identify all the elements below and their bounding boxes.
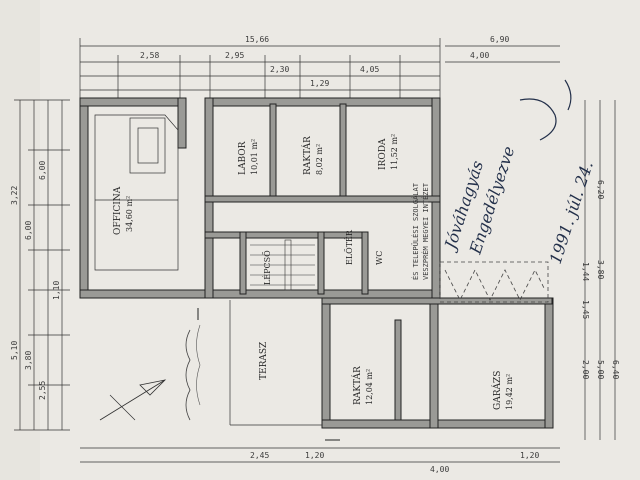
room-raktar2-area: 12,04 m² (365, 369, 374, 405)
dim-top-total: 15,66 (245, 35, 269, 44)
dim-bottom-d: 1,20 (520, 451, 539, 460)
dim-left-g: 1,10 (52, 281, 61, 300)
dim-right-g: 5,00 (596, 360, 605, 379)
room-terasz-label: TERASZ (259, 342, 269, 380)
dim-top-e: 1,29 (310, 79, 329, 88)
dim-right-d: 1,44 (581, 262, 590, 281)
room-wc-label: WC (375, 251, 384, 265)
room-garazs-label: GARÁZS (491, 371, 503, 410)
dim-bottom-a: 2,45 (250, 451, 269, 460)
dim-right-f: 2,00 (581, 360, 590, 379)
room-raktar2-label: RAKTÁR (351, 366, 363, 405)
room-officina-label: OFFICINA (113, 186, 123, 235)
room-raktar-label: RAKTÁR (301, 136, 313, 175)
dim-bottom-c: 4,00 (430, 465, 449, 474)
right-top-dimension-lines: 6,90 4,00 (445, 35, 560, 63)
left-dimension-lines: 3,22 6,00 5,10 3,80 2,55 6,00 1,10 (10, 99, 70, 431)
dim-left-e: 2,55 (38, 381, 47, 400)
room-iroda-label: IRODA (378, 138, 388, 170)
stamp-line-2: VESZPRÉM MEGYEI INTÉZET (421, 182, 430, 280)
stair-lines (250, 239, 315, 291)
room-eloter-label: ELŐTÉR (345, 229, 354, 265)
dim-left-a: 3,22 (10, 186, 19, 205)
dim-top-b: 2,95 (225, 51, 244, 60)
section-marker (197, 308, 340, 441)
room-garazs-area: 19,42 m² (505, 374, 514, 410)
dim-left-b: 6,00 (24, 221, 33, 240)
room-iroda-area: 11,52 m² (390, 134, 399, 170)
dim-left-f: 6,00 (38, 161, 47, 180)
dim-right-total: 6,90 (490, 35, 509, 44)
terrace-area (185, 300, 322, 426)
room-lepcso-label: LÉPCSŐ (263, 250, 272, 285)
room-labor-label: LABOR (238, 141, 248, 175)
room-officina-area: 34,60 m² (125, 196, 134, 232)
top-dimension-lines: 15,66 2,58 2,95 2,30 4,05 1,29 (79, 35, 441, 100)
room-raktar-area: 8,02 m² (315, 144, 324, 175)
dim-right-h: 6,40 (611, 360, 620, 379)
dim-left-d: 3,80 (24, 351, 33, 370)
dim-top-d: 4,05 (360, 65, 379, 74)
dim-left-c: 5,10 (10, 341, 19, 360)
dim-right-e: 1,45 (581, 300, 590, 319)
bottom-dimension-lines: 2,45 1,20 4,00 1,20 (80, 447, 560, 474)
stamp-line-1: ÉS TELEPÜLÉSI SZOLGÁLAT (411, 182, 420, 280)
north-arrow-icon (99, 379, 167, 421)
officina-interior-lines (94, 114, 179, 271)
dim-right-b: 6,20 (596, 180, 605, 199)
dim-bottom-b: 1,20 (305, 451, 324, 460)
approval-stamp: ÉS TELEPÜLÉSI SZOLGÁLAT VESZPRÉM MEGYEI … (411, 182, 430, 280)
dim-top-c: 2,30 (270, 65, 289, 74)
garage-crosslines (439, 261, 549, 303)
dim-right-a: 4,00 (470, 51, 489, 60)
dim-right-c: 3,80 (596, 260, 605, 279)
right-dimension-lines: 6,20 3,80 1,44 1,45 2,00 5,00 6,40 (581, 100, 620, 440)
dim-top-a: 2,58 (140, 51, 159, 60)
room-labor-area: 10,01 m² (250, 139, 259, 175)
building-walls (79, 97, 554, 429)
room-labels: OFFICINA 34,60 m² LABOR 10,01 m² RAKTÁR … (113, 134, 514, 410)
